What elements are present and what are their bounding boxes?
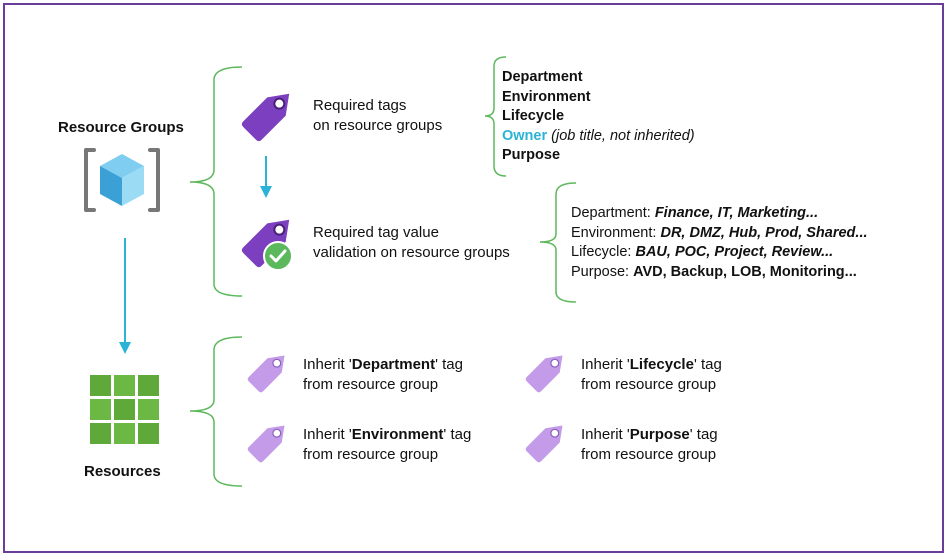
inherit-tag-name: Environment (351, 426, 444, 443)
value-key: Environment: (571, 224, 661, 241)
tag-lifecycle: Lifecycle (502, 108, 565, 124)
required-tags-line2: on resource groups (313, 117, 443, 134)
value-key: Department: (571, 205, 655, 221)
inherit-line2: from resource group (581, 446, 717, 463)
bracket-resource-groups (189, 66, 243, 297)
value-values: Finance, IT, Marketing... (654, 205, 819, 221)
value-key: Lifecycle: (571, 244, 636, 260)
tag-icon (247, 355, 285, 393)
inherit-prefix: Inherit ' (581, 356, 630, 373)
inherit-suffix: ' tag (443, 426, 472, 443)
resource-groups-label: Resource Groups (58, 119, 184, 136)
value-row-purpose: Purpose: AVD, Backup, LOB, Monitoring... (571, 263, 868, 283)
validation-text: Required tag value validation on resourc… (313, 223, 510, 263)
inherit-purpose: Inherit 'Purpose' tag from resource grou… (581, 425, 718, 465)
inherit-prefix: Inherit ' (303, 356, 352, 373)
required-tags-text: Required tags on resource groups (313, 96, 442, 136)
inherit-line2: from resource group (303, 376, 439, 393)
tag-icon (525, 425, 563, 463)
tag-icon (241, 219, 290, 268)
inherit-department: Inherit 'Department' tag from resource g… (303, 355, 463, 395)
inherit-line2: from resource group (303, 446, 439, 463)
tag-owner-row: Owner (job title, not inherited) (502, 127, 695, 147)
inherit-tag-name: Department (351, 356, 436, 373)
bracket-value-list (539, 182, 577, 303)
tag-environment: Environment (502, 88, 591, 105)
inherit-suffix: ' tag (435, 356, 463, 373)
tag-purpose: Purpose (502, 147, 561, 163)
arrow-down-icon (260, 156, 272, 198)
bracket-resources (189, 336, 243, 487)
value-values: AVD, Backup, LOB, Monitoring... (633, 263, 857, 280)
bracket-tag-list (484, 56, 507, 177)
inherit-suffix: ' tag (693, 356, 722, 373)
value-values: DR, DMZ, Hub, Prod, Shared... (660, 224, 868, 241)
tag-owner: Owner (502, 127, 548, 144)
value-row-lifecycle: Lifecycle: BAU, POC, Project, Review... (571, 243, 868, 263)
tag-department: Department (502, 69, 583, 85)
value-row-environment: Environment: DR, DMZ, Hub, Prod, Shared.… (571, 224, 868, 244)
resources-grid-icon (90, 375, 159, 444)
tag-owner-note: (job title, not inherited) (551, 127, 695, 144)
inherit-lifecycle: Inherit 'Lifecycle' tag from resource gr… (581, 355, 722, 395)
inherit-tag-name: Purpose (629, 426, 690, 443)
resource-group-icon (84, 148, 160, 212)
inherit-prefix: Inherit ' (303, 426, 352, 443)
validation-line2: validation on resource groups (313, 244, 510, 261)
tag-value-list: Department: Finance, IT, Marketing... En… (571, 204, 868, 282)
inherit-tag-name: Lifecycle (629, 356, 694, 373)
required-tags-line1: Required tags (313, 97, 407, 114)
tag-icon (525, 355, 563, 393)
arrow-down-icon (119, 238, 131, 354)
value-row-department: Department: Finance, IT, Marketing... (571, 204, 868, 224)
inherit-prefix: Inherit ' (581, 426, 630, 443)
checkmark-icon (263, 241, 293, 271)
required-tag-list: Department Environment Lifecycle Owner (… (502, 68, 695, 166)
validation-line1: Required tag value (313, 224, 439, 241)
resources-label: Resources (84, 463, 161, 480)
value-values: BAU, POC, Project, Review... (635, 244, 834, 260)
inherit-suffix: ' tag (689, 426, 718, 443)
tag-icon (247, 425, 285, 463)
inherit-line2: from resource group (581, 376, 717, 393)
diagram-frame (3, 3, 944, 553)
inherit-environment: Inherit 'Environment' tag from resource … (303, 425, 471, 465)
value-key: Purpose: (571, 263, 634, 280)
tag-icon (241, 93, 290, 142)
